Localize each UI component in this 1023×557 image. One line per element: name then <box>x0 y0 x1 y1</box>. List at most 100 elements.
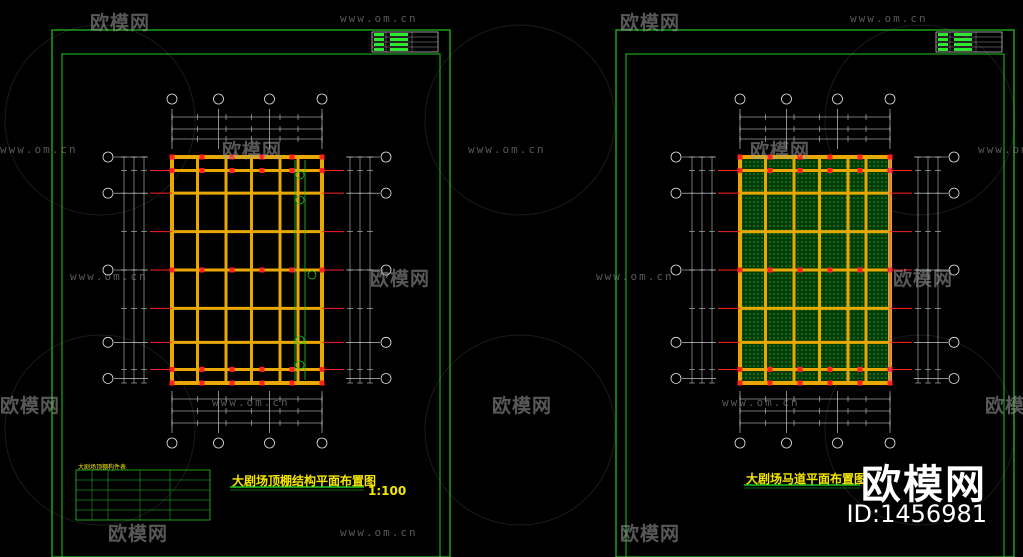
column-marker <box>169 380 175 386</box>
grid-axis-bubble <box>734 93 746 105</box>
watermark-arc <box>824 24 1016 216</box>
grid-axis-bubble <box>948 336 960 348</box>
watermark-url: www.om.cn <box>722 396 800 409</box>
grid-axis-bubble <box>380 336 392 348</box>
grid-axis-bubble <box>213 93 224 105</box>
watermark-arc <box>424 334 616 526</box>
drawing-frames <box>4 24 1016 557</box>
grid-axis-bubble <box>948 264 960 276</box>
grid-axis-bubble <box>102 373 114 384</box>
title-block-text <box>374 38 384 41</box>
grid-axis-bubble <box>832 93 843 105</box>
grid-axis-bubble <box>948 187 960 199</box>
grid-axis-bubble <box>670 336 682 348</box>
column-marker <box>199 168 205 174</box>
column-marker <box>767 366 773 372</box>
column-marker <box>767 154 773 160</box>
sheet-outer-border <box>615 29 1015 557</box>
watermark-url: www.om.cn <box>850 12 928 25</box>
title-block-text <box>374 43 384 46</box>
watermark-brand: 欧模网 <box>90 12 151 34</box>
watermark-url: www.om.cn <box>978 143 1023 156</box>
column-marker <box>289 168 295 174</box>
detail-callout <box>307 270 317 280</box>
column-marker <box>319 154 325 160</box>
grid-axis-bubble <box>380 264 392 276</box>
sheet-inner-border <box>625 53 1005 557</box>
column-marker <box>199 267 205 273</box>
watermark-url: www.om.cn <box>340 526 418 539</box>
watermark-brand: 欧模网 <box>0 395 61 417</box>
column-marker <box>857 154 863 160</box>
column-marker <box>767 168 773 174</box>
grid-axis-bubble <box>884 437 896 449</box>
grid-axis-bubble <box>670 187 682 199</box>
watermark-url: www.om.cn <box>212 396 290 409</box>
plan-ceiling-structure <box>75 93 392 521</box>
column-marker <box>767 380 773 386</box>
grid-axis-bubble <box>316 437 328 449</box>
column-marker <box>229 168 235 174</box>
grid-axis-bubble <box>380 151 392 163</box>
column-marker <box>199 154 205 160</box>
grid-axis-bubble <box>884 93 896 105</box>
column-marker <box>199 366 205 372</box>
column-marker <box>289 366 295 372</box>
column-marker <box>289 380 295 386</box>
sheet-title-right: 大剧场马道平面布置图 <box>746 472 867 486</box>
column-marker <box>887 154 893 160</box>
column-marker <box>827 380 833 386</box>
column-marker <box>169 154 175 160</box>
grid-axis-bubble <box>264 93 275 105</box>
grid-axis-bubble <box>832 437 843 449</box>
grid-axis-bubble <box>316 93 328 105</box>
column-marker <box>827 267 833 273</box>
member-legend-table <box>75 469 211 521</box>
watermark-brand: 欧模网 <box>108 523 169 545</box>
title-block-text <box>390 43 408 46</box>
column-marker <box>887 380 893 386</box>
column-marker <box>857 267 863 273</box>
watermark-brand: 欧模网 <box>370 268 431 290</box>
watermark-brand: 欧模网 <box>620 523 681 545</box>
title-block-text <box>374 33 384 36</box>
column-marker <box>319 380 325 386</box>
grid-axis-bubble <box>670 264 682 276</box>
watermark-arc <box>4 24 196 216</box>
grid-axis-bubble <box>166 93 178 105</box>
title-block-text <box>938 38 948 41</box>
grid-axis-bubble <box>102 336 114 348</box>
plan-catwalk-layout <box>670 93 960 489</box>
column-marker <box>229 380 235 386</box>
watermark-brand: 欧模网 <box>620 12 681 34</box>
title-block-text <box>954 33 972 36</box>
watermark-url: www.om.cn <box>0 143 78 156</box>
watermark-url: www.om.cn <box>596 270 674 283</box>
title-block-text <box>954 38 972 41</box>
detail-callout <box>295 195 305 205</box>
detail-callout <box>295 335 305 345</box>
grid-axis-bubble <box>948 373 960 384</box>
sheet-title-left: 大剧场顶棚结构平面布置图 <box>232 474 377 488</box>
column-marker <box>229 267 235 273</box>
column-marker <box>797 267 803 273</box>
title-block-text <box>954 43 972 46</box>
title-block-text <box>374 48 384 51</box>
sheet-inner-border <box>61 53 441 557</box>
watermark-arc <box>4 334 196 526</box>
watermark-brand: 欧模网 <box>893 268 954 290</box>
column-marker <box>737 154 743 160</box>
column-marker <box>797 380 803 386</box>
grid-axis-bubble <box>734 437 746 449</box>
title-block-text <box>954 48 972 51</box>
column-marker <box>289 267 295 273</box>
column-marker <box>827 154 833 160</box>
title-block-text <box>938 33 948 36</box>
title-block-text <box>390 33 408 36</box>
watermark-arc <box>824 334 1016 526</box>
column-marker <box>737 380 743 386</box>
corner-logo: 欧模网 <box>861 462 987 508</box>
grid-axis-bubble <box>670 373 682 384</box>
corner-id-text: ID:1456981 <box>846 500 987 528</box>
